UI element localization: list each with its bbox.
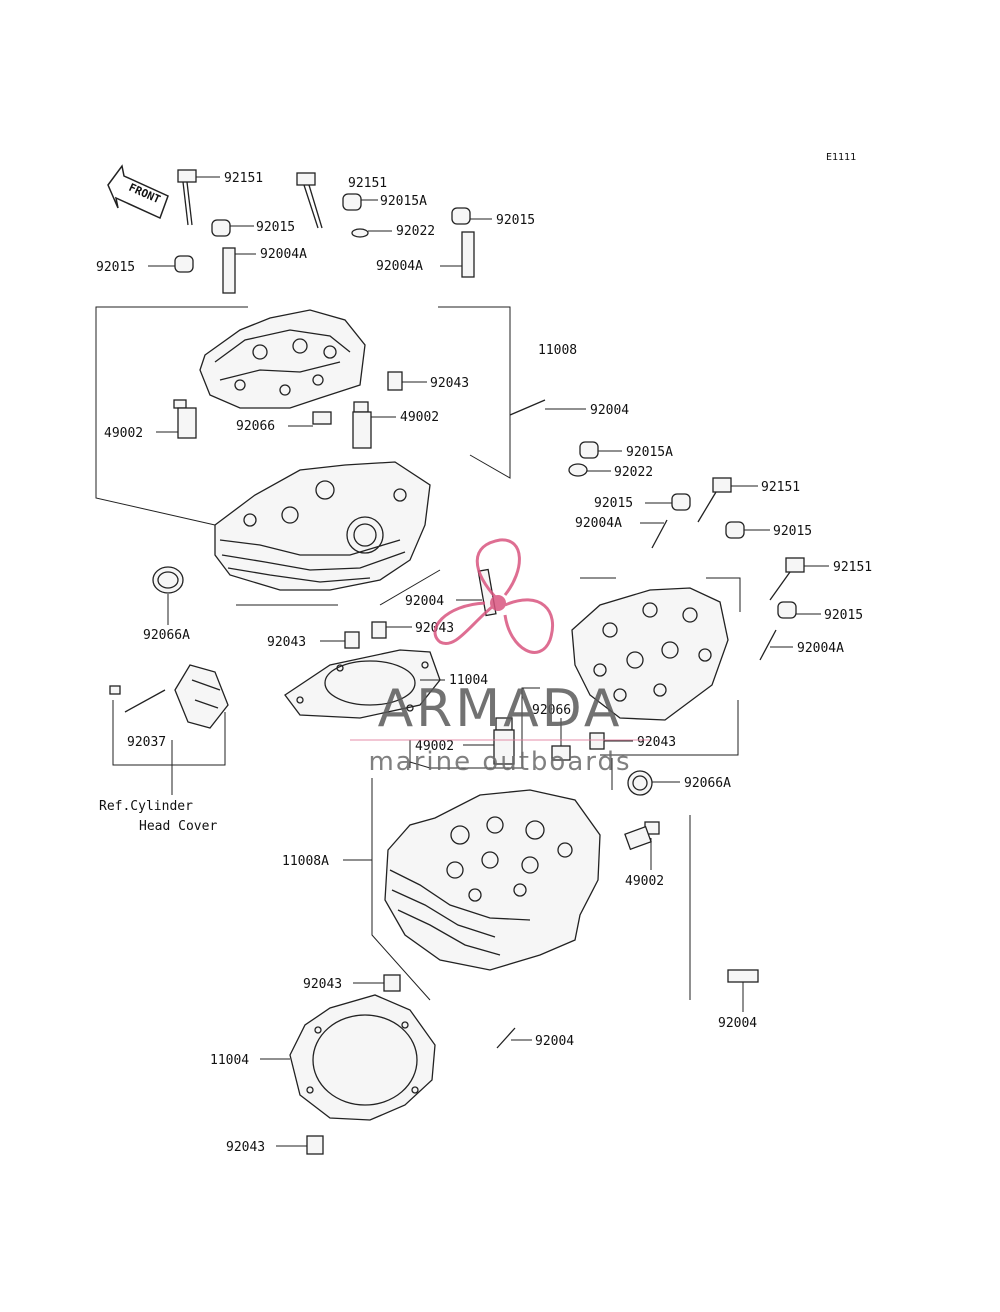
label-92015-c: 92015 (96, 260, 135, 275)
label-92066A-b: 92066A (684, 776, 731, 791)
bolt-92151-b (296, 172, 323, 229)
label-92022-a: 92022 (396, 224, 435, 239)
stud-92004-lower (496, 1027, 516, 1049)
plug-92066A-left (152, 566, 184, 594)
guide-49002-right (352, 401, 372, 449)
guide-49002-right-lower (624, 821, 660, 851)
cylinder-head-rear (384, 789, 601, 971)
guide-49002-left (173, 399, 197, 439)
label-92015A-a: 92015A (380, 194, 427, 209)
label-92015-a: 92015 (256, 220, 295, 235)
cylinder-head-front (214, 461, 431, 591)
label-92043-e: 92043 (303, 977, 342, 992)
label-92066-a: 92066 (236, 419, 275, 434)
front-arrow-icon: FRONT (107, 164, 169, 220)
stud-92004A-b (461, 231, 475, 278)
reference-note-line2: Head Cover (139, 819, 217, 834)
diagram-code: E1111 (826, 152, 856, 163)
dowel-92043-mid-b (371, 621, 387, 639)
stud-92004A-c (651, 519, 668, 549)
label-49002-d: 49002 (625, 874, 664, 889)
label-92066A-a: 92066A (143, 628, 190, 643)
valve-92037 (109, 664, 229, 729)
label-92004-a: 92004 (590, 403, 629, 418)
label-11004-b: 11004 (210, 1053, 249, 1068)
label-92004-b: 92004 (405, 594, 444, 609)
label-92004-c: 92004 (718, 1016, 757, 1031)
nut-92015A-right (579, 441, 599, 459)
label-11008A: 11008A (282, 854, 329, 869)
label-92004A-a: 92004A (260, 247, 307, 262)
plug-92066A-right (627, 770, 653, 796)
dowel-92043-mid-a (344, 631, 360, 649)
washer-92022-upper (351, 228, 369, 238)
watermark: ARMADA marine outboards (350, 538, 650, 777)
label-49002-b: 49002 (104, 426, 143, 441)
label-92004A-d: 92004A (797, 641, 844, 656)
label-92015-b: 92015 (496, 213, 535, 228)
bolt-92151-c (697, 477, 732, 523)
label-92022-b: 92022 (614, 465, 653, 480)
plug-92066-upper (312, 411, 332, 425)
label-92043-f: 92043 (226, 1140, 265, 1155)
nut-92015-c (174, 255, 194, 273)
label-11008: 11008 (538, 343, 577, 358)
label-92015-f: 92015 (824, 608, 863, 623)
nut-92015-b (451, 207, 471, 225)
label-92043-b: 92043 (267, 635, 306, 650)
bolt-92151-a (177, 169, 197, 226)
label-92015-d: 92015 (594, 496, 633, 511)
rocker-housing-rear (571, 587, 729, 721)
label-92066-b: 92066 (532, 703, 571, 718)
watermark-tagline: marine outboards (368, 747, 631, 777)
watermark-brand: ARMADA (378, 679, 623, 739)
leader-lines (148, 176, 829, 1147)
stud-92004A-a (222, 247, 236, 294)
label-92151-b: 92151 (348, 176, 387, 191)
label-92004A-b: 92004A (376, 259, 423, 274)
dowel-92043-lower-a (383, 974, 401, 992)
label-92151-d: 92151 (833, 560, 872, 575)
nut-92015-f (777, 601, 797, 619)
label-49002-a: 49002 (400, 410, 439, 425)
rocker-housing-front (199, 309, 366, 409)
gasket-11004-lower (289, 994, 436, 1121)
label-92043-a: 92043 (430, 376, 469, 391)
label-92015A-b: 92015A (626, 445, 673, 460)
label-49002-c: 49002 (415, 739, 454, 754)
washer-92022-right (568, 463, 588, 477)
guide-49002-mid (493, 717, 515, 765)
label-92015-e: 92015 (773, 524, 812, 539)
nut-92015-a (211, 219, 231, 237)
label-92004A-c: 92004A (575, 516, 622, 531)
stud-92004A-d (759, 629, 777, 661)
dowel-92043-lower-b (306, 1135, 324, 1155)
stud-92004-lower-right (727, 969, 759, 983)
bolt-92151-d (769, 557, 805, 601)
reference-note-line1: Ref.Cylinder (99, 799, 193, 814)
label-11004-a: 11004 (449, 673, 488, 688)
label-92004-d: 92004 (535, 1034, 574, 1049)
nut-92015-e (725, 521, 745, 539)
dowel-92043-upper (387, 371, 403, 391)
label-92037: 92037 (127, 735, 166, 750)
label-92043-d: 92043 (637, 735, 676, 750)
part-labels: 92151 92151 92015A 92015 92015 92022 920… (96, 171, 872, 1155)
assembly-outline-lines (95, 306, 741, 1001)
nut-92015A-upper (342, 193, 362, 211)
stud-92004-upper (509, 399, 546, 416)
nut-92015-d (671, 493, 691, 511)
label-92151-a: 92151 (224, 171, 263, 186)
label-92151-c: 92151 (761, 480, 800, 495)
propeller-logo-icon (433, 538, 555, 654)
